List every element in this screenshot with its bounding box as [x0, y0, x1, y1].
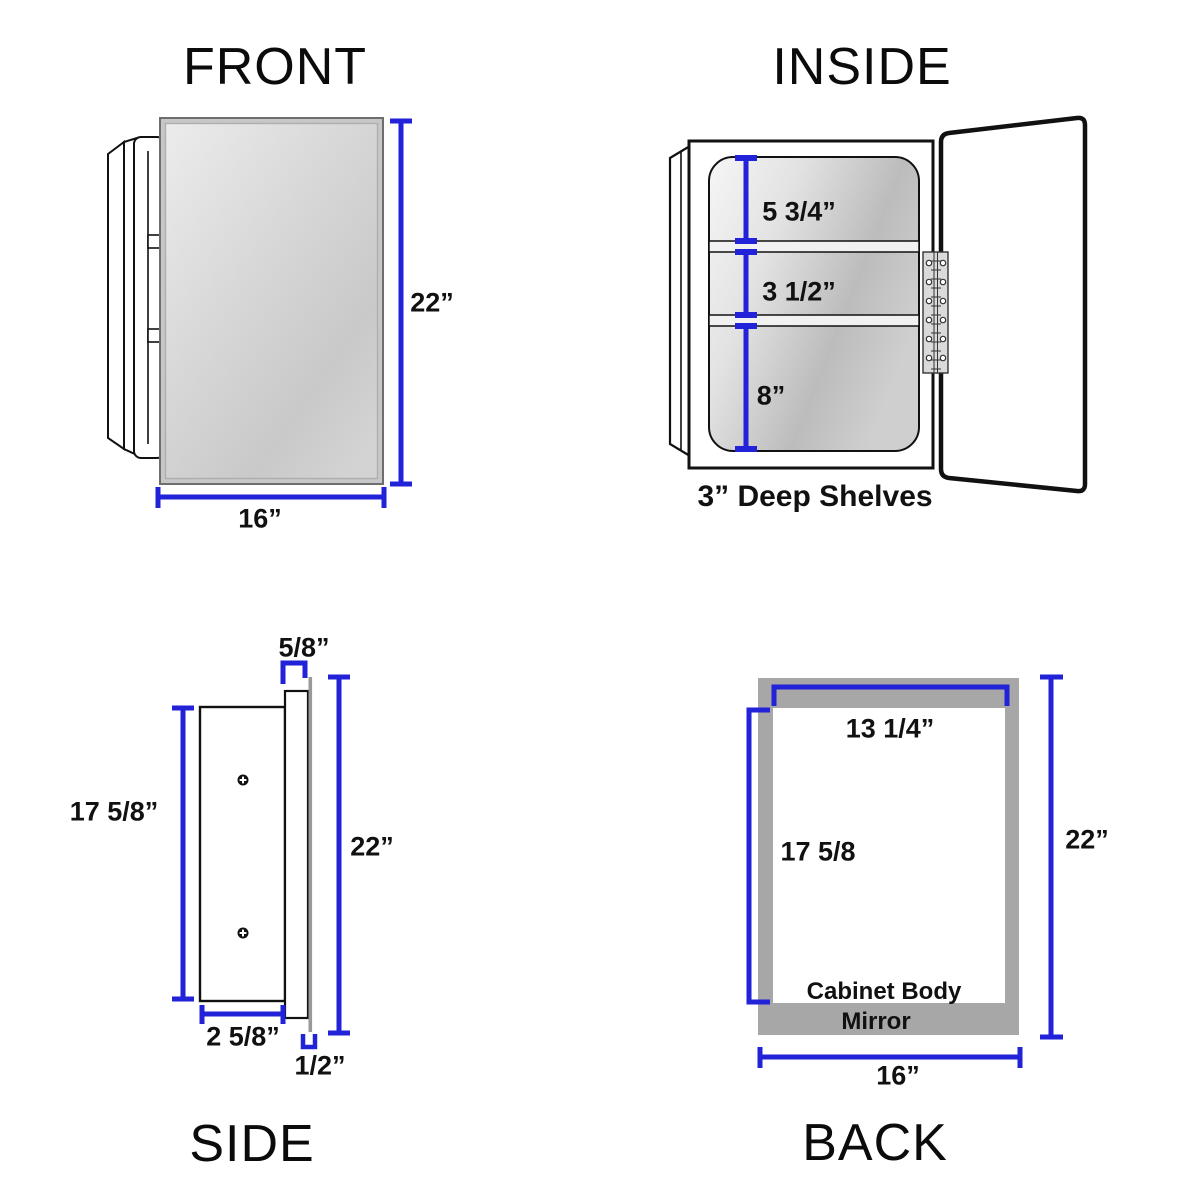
front-width-label: 16”	[238, 503, 282, 534]
inside-open-door	[938, 115, 1088, 494]
side-overall-height-dimension	[328, 674, 350, 1036]
back-opening-height-bracket	[746, 707, 770, 1005]
inside-view-title: INSIDE	[772, 38, 952, 96]
inside-shelf-dimensions	[735, 155, 757, 452]
side-frame-depth-bracket	[280, 660, 308, 684]
inside-view-drawing	[668, 115, 1088, 494]
inside-shelf-depth-caption: 3” Deep Shelves	[697, 480, 933, 513]
side-front-frame	[283, 689, 310, 1020]
inside-bottom-gap-label: 8”	[756, 380, 786, 411]
side-mounting-screw-lower	[237, 927, 249, 939]
back-opening-height-label: 17 5/8	[780, 836, 856, 867]
side-mirror-overhang-bracket	[300, 1034, 318, 1050]
front-width-dimension	[155, 487, 387, 508]
front-height-label: 22”	[410, 287, 454, 318]
front-height-dimension	[390, 118, 412, 487]
side-frame-depth-label: 5/8”	[278, 632, 330, 663]
front-view-title: FRONT	[182, 38, 368, 96]
piano-hinge	[922, 251, 949, 374]
back-opening-width-bracket	[771, 684, 1010, 706]
side-cabinet-body	[198, 705, 287, 1003]
front-view-drawing	[107, 117, 412, 508]
back-overall-height-dimension	[1040, 674, 1063, 1040]
side-overall-height-label: 22”	[350, 831, 394, 862]
side-body-depth-label: 2 5/8”	[206, 1021, 280, 1052]
front-mirror-face	[164, 122, 379, 480]
back-overall-width-label: 16”	[876, 1060, 920, 1091]
inside-middle-gap-label: 3 1/2”	[762, 276, 836, 307]
back-overall-height-label: 22”	[1065, 824, 1109, 855]
back-overall-width-dimension	[757, 1047, 1023, 1068]
front-cabinet-body-outline	[107, 136, 165, 459]
inside-shelf-lower	[708, 314, 920, 327]
side-body-height-label: 17 5/8”	[69, 796, 159, 827]
side-mounting-screw-upper	[237, 774, 249, 786]
inside-top-gap-label: 5 3/4”	[762, 196, 836, 227]
back-cabinet-body-label: Cabinet Body	[806, 978, 962, 1005]
side-body-height-dimension	[172, 705, 194, 1002]
back-opening-width-label: 13 1/4”	[845, 713, 935, 744]
side-mirror-overhang-label: 1/2”	[294, 1050, 346, 1081]
side-body-depth-dimension	[199, 1005, 286, 1024]
inside-shelf-upper	[708, 240, 920, 253]
side-view-title: SIDE	[189, 1115, 315, 1173]
back-cabinet-body-panel	[773, 708, 1005, 1003]
back-view-drawing	[746, 674, 1063, 1068]
side-mirror-line	[308, 677, 313, 1032]
inside-mirror-back	[708, 156, 920, 452]
back-mirror-label: Mirror	[841, 1008, 911, 1035]
back-view-title: BACK	[802, 1114, 948, 1172]
inside-cabinet-back-panel	[668, 144, 692, 458]
side-view-drawing	[172, 660, 350, 1050]
